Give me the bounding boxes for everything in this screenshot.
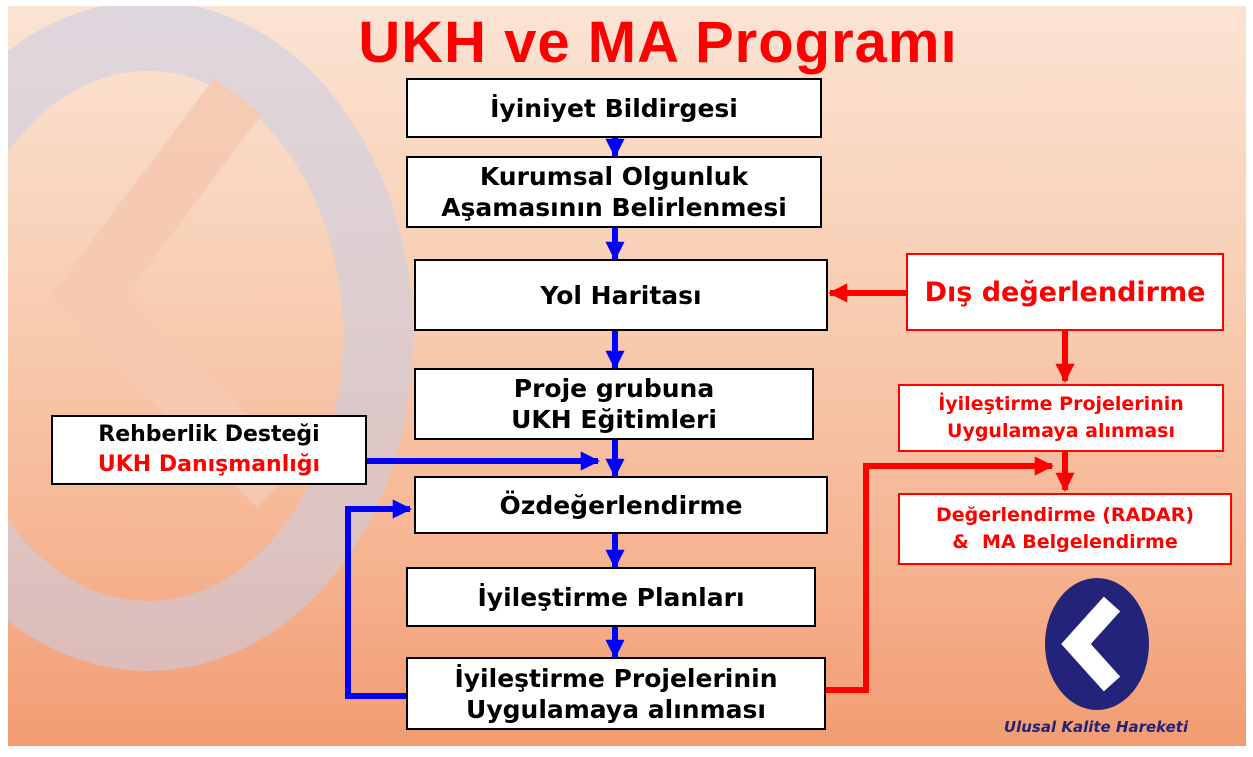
radar-label: Değerlendirme (RADAR) <box>935 504 1195 526</box>
page-title: UKH ve MA Programı <box>358 10 958 75</box>
danismanlik-label: UKH Danışmanlığı <box>97 452 321 477</box>
flow-arrows <box>345 138 1075 699</box>
step-iyilestirme-planlari: İyileştirme Planları <box>406 567 816 627</box>
step-label: Aşamasının Belirlenmesi <box>441 193 787 222</box>
slide: UKH ve MA Programı İyiniyet Bildirgesi K… <box>8 6 1246 746</box>
step-ukh-egitimleri: Proje grubuna UKH Eğitimleri <box>414 368 814 440</box>
rehberlik-destegi-box: Rehberlik Desteği UKH Danışmanlığı <box>51 415 367 485</box>
step-yol-haritasi: Yol Haritası <box>414 259 828 331</box>
step-label: İyileştirme Projelerinin <box>454 663 778 693</box>
step-label: Proje grubuna <box>513 374 715 403</box>
radar-belgelendirme-box: Değerlendirme (RADAR) & MA Belgelendirme <box>898 493 1232 565</box>
step-kurumsal-olgunluk: Kurumsal Olgunluk Aşamasının Belirlenmes… <box>406 156 822 228</box>
dis-degerlendirme-label: Dış değerlendirme <box>924 276 1206 308</box>
step-ozdegerlendirme: Özdeğerlendirme <box>414 476 828 534</box>
step-label: UKH Eğitimleri <box>511 405 717 434</box>
external-projects-label: Uygulamaya alınması <box>947 420 1175 442</box>
step-iyilestirme-projeleri: İyileştirme Projelerinin Uygulamaya alın… <box>406 657 826 730</box>
step-label: İyiniyet Bildirgesi <box>490 93 738 123</box>
step-label: Kurumsal Olgunluk <box>479 162 749 191</box>
step-label: Özdeğerlendirme <box>499 490 743 520</box>
ukh-logo-icon <box>1045 578 1149 710</box>
step-iyiniyet-bildirgesi: İyiniyet Bildirgesi <box>406 78 822 138</box>
external-projects-label: İyileştirme Projelerinin <box>938 393 1184 415</box>
logo-caption: Ulusal Kalite Hareketi <box>1003 718 1189 736</box>
step-label: İyileştirme Planları <box>477 582 745 612</box>
rehberlik-label: Rehberlik Desteği <box>98 422 320 447</box>
step-label: Yol Haritası <box>540 280 702 310</box>
external-projects-box: İyileştirme Projelerinin Uygulamaya alın… <box>898 384 1224 452</box>
feedback-loop-arrow <box>345 499 412 699</box>
dis-degerlendirme-box: Dış değerlendirme <box>906 253 1224 331</box>
belgelendirme-label: & MA Belgelendirme <box>952 531 1178 553</box>
step-label: Uygulamaya alınması <box>466 694 766 724</box>
external-arrow <box>826 456 1054 693</box>
